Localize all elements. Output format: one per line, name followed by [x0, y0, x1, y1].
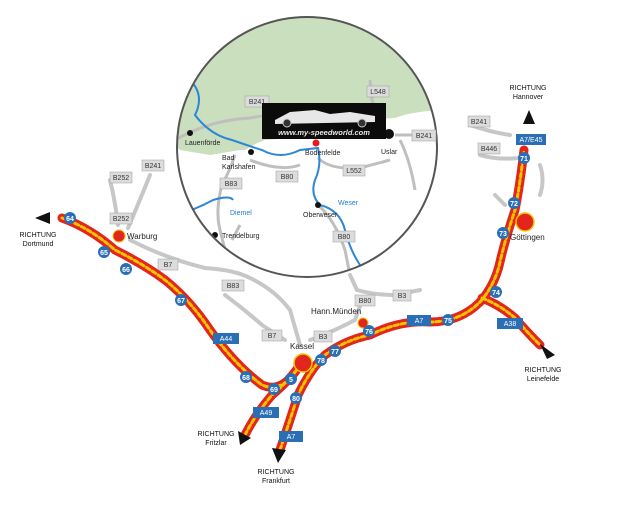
warburg-marker-icon — [112, 229, 126, 243]
arrow-dortmund-icon — [35, 212, 50, 224]
sign-b80: B80 — [359, 298, 372, 305]
speedworld-logo: www.my-speedworld.com — [262, 103, 386, 139]
sign-a7-e45: A7/E45 — [520, 137, 543, 144]
exit-78: 78 — [317, 358, 325, 365]
exit-80: 80 — [292, 396, 300, 403]
inset-road-signs: B241 L548 B241 B80 L552 B83 B80 — [219, 85, 437, 243]
inset-label-uslar: Uslar — [381, 149, 398, 156]
direction-fritzlar-line2: Fritzlar — [205, 440, 227, 447]
exit-5: 5 — [289, 377, 293, 384]
race-car-icon — [275, 110, 375, 124]
sign-a7-bottom: A7 — [287, 434, 296, 441]
exit-67: 67 — [177, 298, 185, 305]
sign-a7-mid: A7 — [415, 318, 424, 325]
autobahn-signs: A7/E45 A44 A7 A38 A49 A7 — [213, 134, 546, 442]
direction-leinefelde-line2: Leinefelde — [527, 376, 559, 383]
kassel-marker-icon — [293, 353, 313, 373]
inset-label-diemel: Diemel — [230, 210, 252, 217]
exit-66: 66 — [122, 267, 130, 274]
arrow-leinefelde-icon — [540, 344, 555, 359]
inset-label-bad-karlshafen: Bad Karlshafen — [222, 155, 256, 171]
exit-71: 71 — [520, 156, 528, 163]
direction-frankfurt-line2: Frankfurt — [262, 478, 290, 485]
direction-dortmund-line1: RICHTUNG — [20, 232, 57, 239]
sign-b241-right: B241 — [471, 119, 487, 126]
sign-b83-inset: B83 — [225, 181, 238, 188]
logo-text: www.my-speedworld.com — [278, 128, 370, 137]
city-label-hann-muenden: Hann.Münden — [311, 307, 361, 316]
sign-b241-inset-right: B241 — [416, 133, 432, 140]
exit-75: 75 — [444, 318, 452, 325]
exit-64: 64 — [66, 216, 74, 223]
exit-69: 69 — [270, 387, 278, 394]
exit-74: 74 — [492, 290, 500, 297]
exit-65: 65 — [100, 250, 108, 257]
sign-b252-top: B252 — [113, 175, 129, 182]
hann-muenden-marker-icon — [357, 317, 369, 329]
inset-label-oberweser: Oberweser — [303, 212, 338, 219]
exit-68: 68 — [242, 375, 250, 382]
exit-77: 77 — [331, 349, 339, 356]
arrow-frankfurt-icon — [272, 448, 286, 463]
direction-arrows — [35, 110, 555, 463]
inset-label-bad-karlshafen-line2: Karlshafen — [222, 164, 256, 171]
arrow-hannover-icon — [523, 110, 535, 124]
sign-b252-warburg: B252 — [113, 216, 129, 223]
exit-73: 73 — [499, 231, 507, 238]
direction-frankfurt-line1: RICHTUNG — [258, 469, 295, 476]
sign-l552: L552 — [346, 168, 362, 175]
exit-markers: 64 65 66 67 68 69 5 80 78 77 76 75 74 73… — [64, 152, 530, 404]
inset-label-lauenfoerde: Lauenförde — [185, 140, 221, 147]
direction-leinefelde-line1: RICHTUNG — [525, 367, 562, 374]
direction-hannover-line2: Hannover — [513, 94, 544, 101]
sign-a44: A44 — [220, 336, 233, 343]
city-label-kassel: Kassel — [290, 342, 314, 351]
weser-river — [189, 79, 371, 277]
sign-b7-top: B7 — [164, 262, 173, 269]
sign-b7-bottom: B7 — [268, 333, 277, 340]
direction-dortmund-line2: Dortmund — [23, 241, 54, 248]
exit-72: 72 — [510, 201, 518, 208]
arrow-fritzlar-icon — [238, 431, 251, 445]
inset-label-bad-karlshafen-line1: Bad — [222, 155, 235, 162]
inset-label-bodenfelde: Bodenfelde — [305, 150, 341, 157]
sign-b80-inset: B80 — [281, 174, 294, 181]
inset-label-weser: Weser — [338, 200, 359, 207]
sign-a49: A49 — [260, 410, 273, 417]
road-signs: B241 B446 B252 B241 B252 B7 B83 B7 B80 B… — [109, 115, 501, 343]
exit-76: 76 — [365, 329, 373, 336]
sign-b3-top: B3 — [398, 293, 407, 300]
sign-b446: B446 — [481, 146, 497, 153]
sign-a38: A38 — [504, 321, 517, 328]
sign-b3-bottom: B3 — [319, 334, 328, 341]
inset-label-trendelburg: Trendelburg — [222, 233, 260, 240]
sign-b83: B83 — [227, 283, 240, 290]
sign-b241-inset-top: B241 — [249, 99, 265, 106]
sign-b241-left: B241 — [145, 163, 161, 170]
sign-b80-inset-low: B80 — [338, 234, 351, 241]
direction-hannover-line1: RICHTUNG — [510, 85, 547, 92]
direction-fritzlar-line1: RICHTUNG — [198, 431, 235, 438]
city-label-goettingen: Göttingen — [510, 233, 545, 242]
sign-l548: L548 — [370, 89, 386, 96]
goettingen-marker-icon — [515, 212, 535, 232]
city-label-warburg: Warburg — [127, 232, 157, 241]
